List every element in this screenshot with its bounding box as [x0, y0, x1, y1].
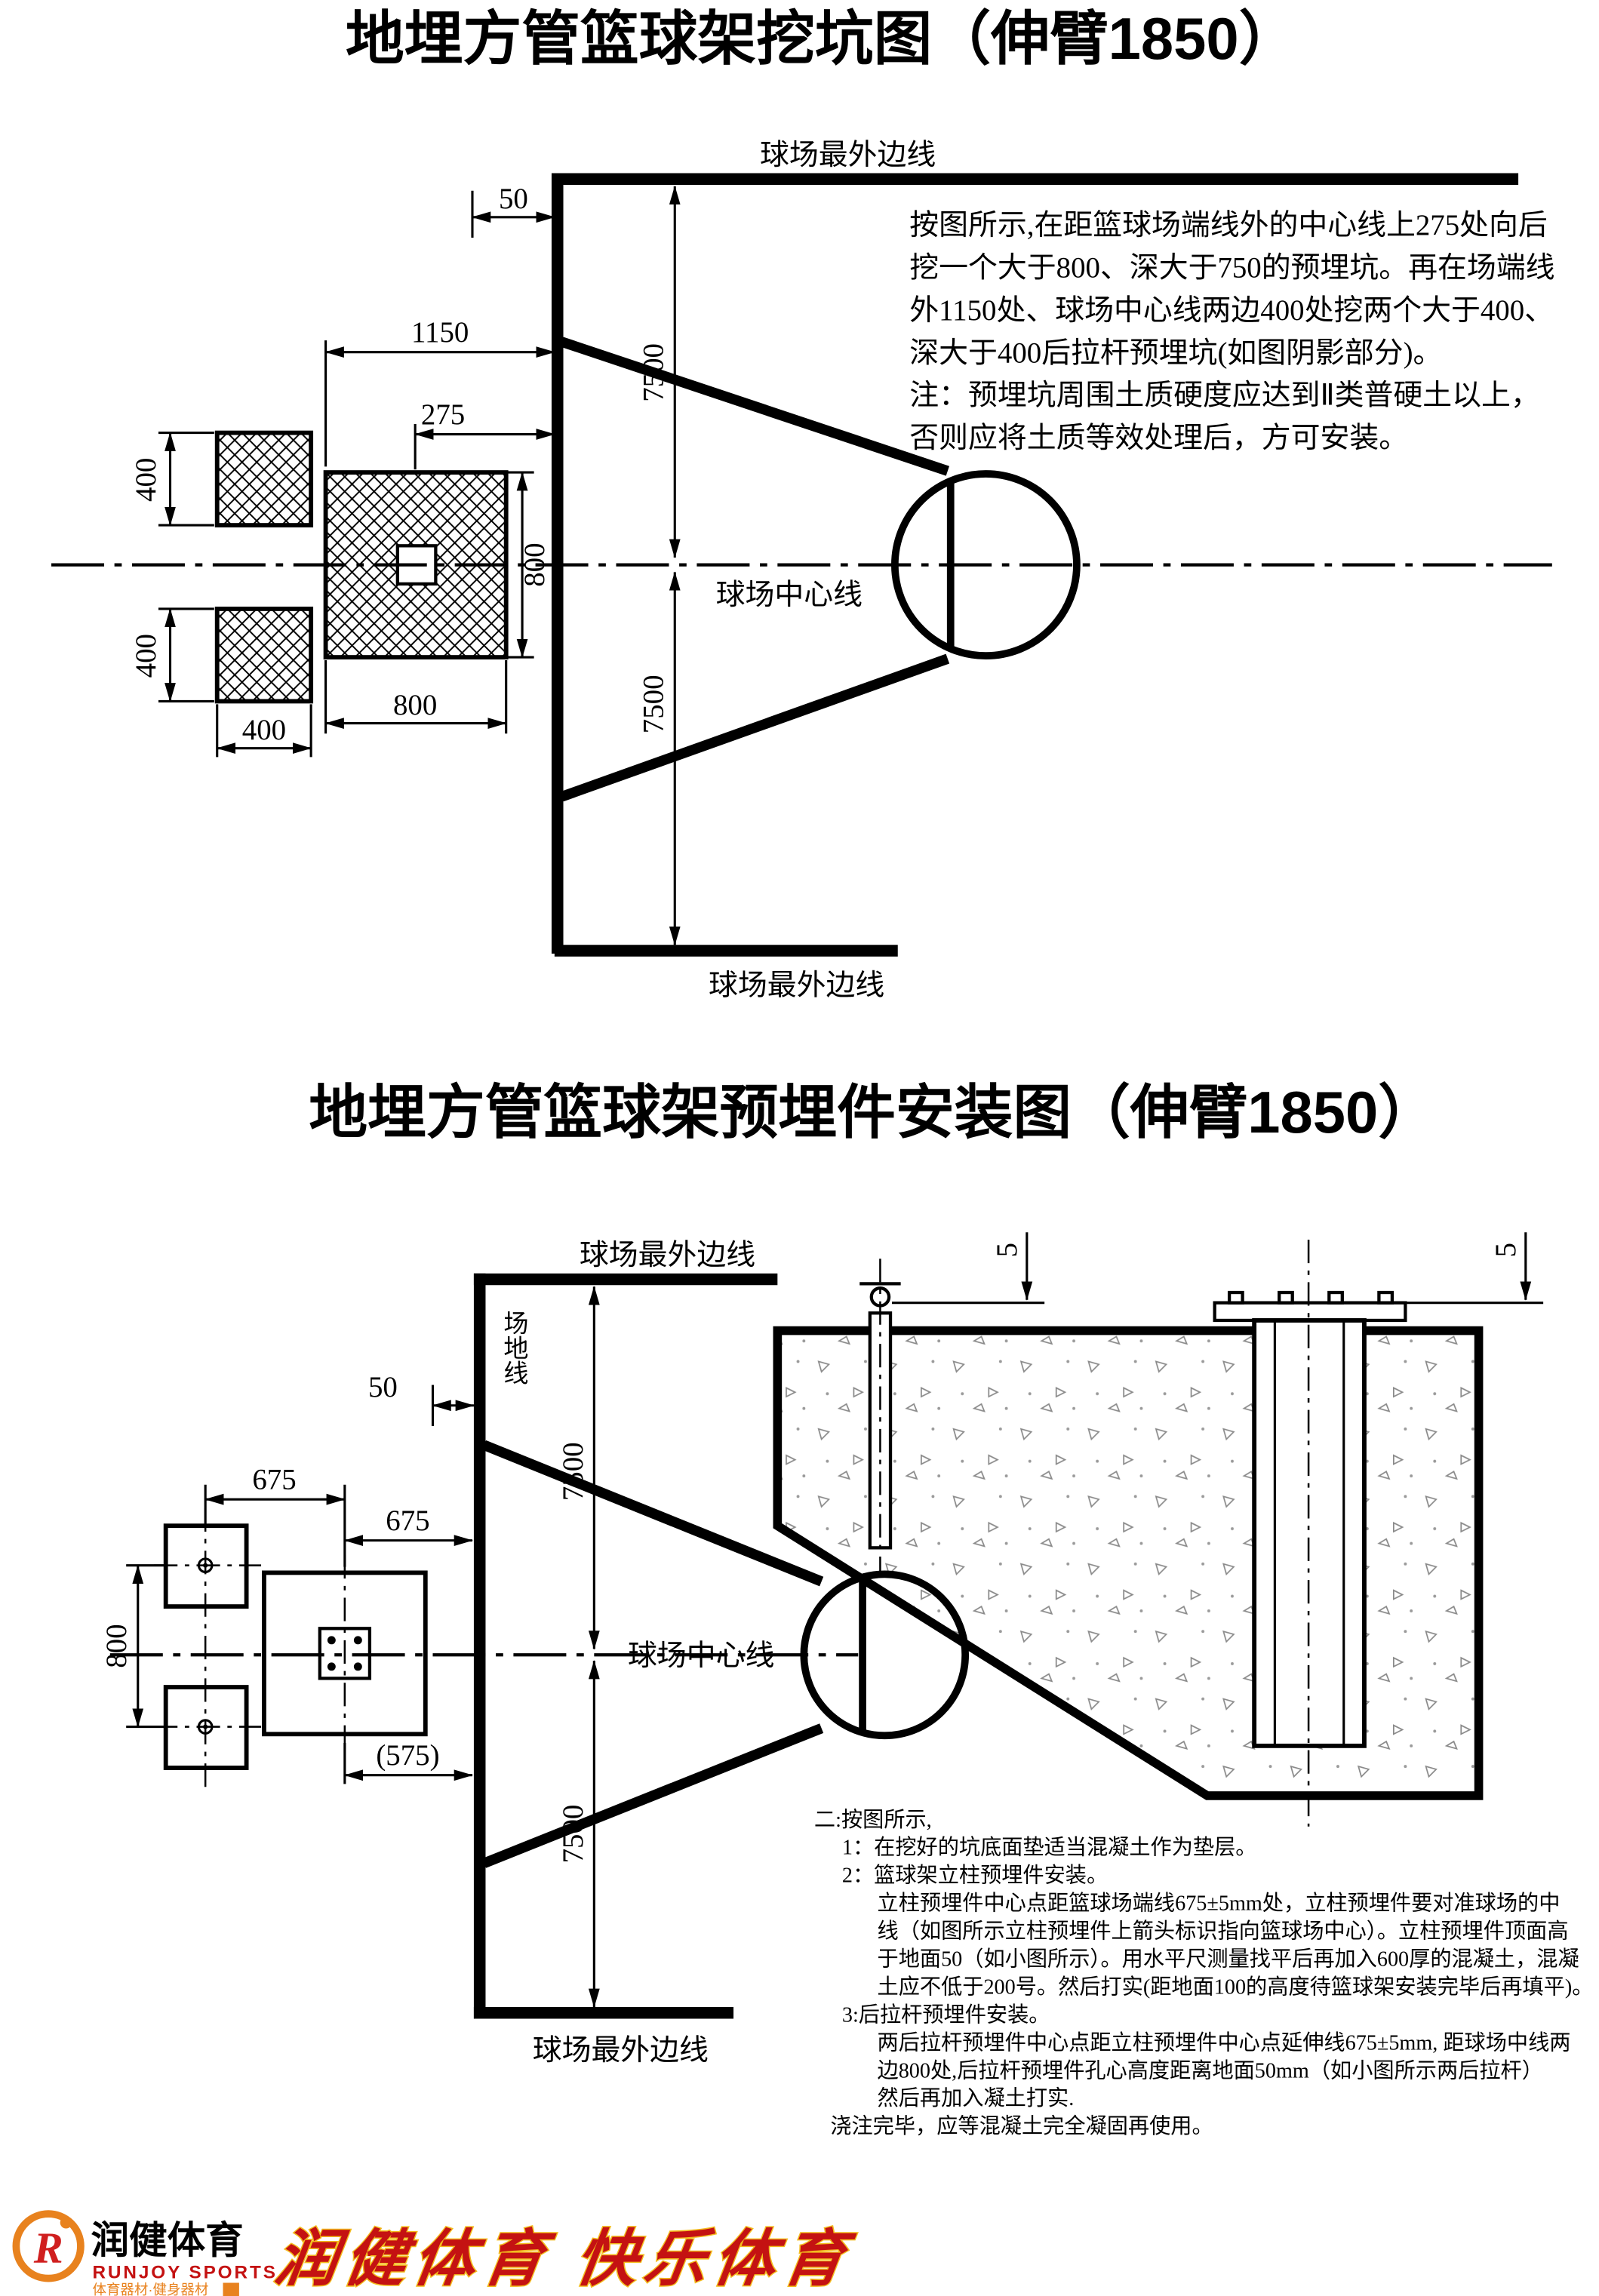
top-boundary-label: 球场最外边线: [760, 139, 936, 171]
note-line: 外1150处、球场中心线两边400处挖两个大于400、: [909, 294, 1554, 327]
bottom-diagram: 地埋方管篮球架预埋件安装图（伸臂1850） 球场最外边线 球场最外边线 场地线 …: [100, 1080, 1593, 2138]
dim-275: 275: [421, 398, 465, 431]
dim-675-b: 675: [386, 1505, 429, 1537]
runjoy-logo-icon: [12, 2210, 85, 2282]
dim-7500-lower: 7500: [638, 675, 670, 733]
stand-arm-upper: [481, 1440, 824, 1587]
anchor-bolt: [327, 1636, 336, 1645]
brand-name-en: RUNJOY SPORTS: [92, 2263, 277, 2283]
logo-dot-icon: [60, 2217, 72, 2229]
stand-arm-lower: [482, 1723, 824, 1868]
dim-400-width: 400: [242, 714, 286, 746]
stand-pole-circle: [800, 1570, 970, 1740]
dim-1150: 1150: [411, 316, 469, 349]
dim-400-bottom: 400: [130, 634, 162, 678]
dim-675-a: 675: [252, 1464, 296, 1496]
rear-pit-bottom: [214, 607, 314, 704]
note-line: 两后拉杆预埋件中心点距立柱预埋件中心点延伸线675±5mm, 距球场中线两: [878, 2030, 1571, 2055]
dim-575: (575): [376, 1739, 439, 1772]
note-line: 线（如图所示立柱预埋件上箭头标识指向篮球场中心）。立柱预埋件顶面高: [878, 1919, 1569, 1944]
brand-name-cn: 润健体育: [91, 2219, 244, 2262]
dim-800: 800: [100, 1624, 133, 1667]
top-diagram: 地埋方管篮球架挖坑图（伸臂1850） 球场最外边线 球场最外边线 50 7500…: [51, 7, 1554, 1001]
rear-pit-top: [214, 430, 314, 528]
center-line-label: 球场中心线: [628, 1640, 774, 1672]
note-line: 于地面50（如小图所示）。用水平尺测量找平后再加入600厚的混凝土，混凝: [878, 1947, 1579, 1972]
note-line: 按图所示,在距篮球场端线外的中心线上275处向后: [909, 209, 1547, 241]
note-line: 然后再加入凝土打实.: [878, 2086, 1075, 2110]
plate-bolt: [1227, 1290, 1244, 1305]
note-line: 挖一个大于800、深大于750的预埋坑。再在场端线: [909, 251, 1554, 284]
note-line: 1：在挖好的坑底面垫适当混凝土作为垫层。: [842, 1836, 1257, 1860]
note-line: 立柱预埋件中心点距篮球场端线675±5mm处，立柱预埋件要对准球场的中: [878, 1892, 1561, 1916]
bottom-boundary-label: 球场最外边线: [533, 2034, 709, 2067]
dim-50: 50: [368, 1371, 398, 1403]
note-line: 否则应将土质等效处理后，方可安装。: [909, 422, 1408, 454]
note-line: 注：预埋坑周围土质硬度应达到Ⅱ类普硬土以上，: [909, 380, 1539, 412]
top-title: 地埋方管篮球架挖坑图（伸臂1850）: [346, 7, 1297, 72]
anchor-bolt: [353, 1636, 362, 1645]
dim-5-left: 5: [991, 1243, 1023, 1257]
note-line: 二:按图所示,: [814, 1808, 932, 1832]
dim-50: 50: [499, 183, 528, 215]
anchor-bolt: [327, 1662, 336, 1671]
column-top-plate: [1213, 1301, 1407, 1323]
top-note-block: 按图所示,在距篮球场端线外的中心线上275处向后 挖一个大于800、深大于750…: [909, 209, 1554, 454]
dim-5-right: 5: [1490, 1243, 1522, 1257]
column-embed-tube: [1252, 1318, 1367, 1748]
plate-bolt: [1377, 1290, 1395, 1305]
plate-bolt: [1278, 1290, 1294, 1305]
brand-stamp-icon: [223, 2282, 239, 2296]
stand-arm-upper: [560, 337, 950, 476]
note-line: 边800处,后拉杆预埋件孔心高度距离地面50mm（如小图所示两后拉杆）: [878, 2058, 1543, 2082]
runjoy-r-glyph: R: [33, 2223, 63, 2272]
field-line-label: 场地线: [500, 1310, 528, 1385]
brand-subtitle: 体育器材·健身器材: [92, 2282, 208, 2296]
note-line: 土应不低于200号。然后打实(距地面100的高度待篮球架安装完毕后再填平)。: [878, 1975, 1594, 1999]
bottom-title: 地埋方管篮球架预埋件安装图（伸臂1850）: [309, 1080, 1437, 1145]
dim-800-width: 800: [393, 689, 437, 721]
plate-bolt: [1327, 1290, 1344, 1305]
note-line: 深大于400后拉杆预埋坑(如图阴影部分)。: [909, 337, 1442, 369]
bottom-boundary-label: 球场最外边线: [709, 969, 884, 1001]
footer: R 润健体育 RUNJOY SPORTS 体育器材·健身器材 润健体育 快乐体育: [12, 2210, 860, 2296]
stand-arm-lower: [560, 653, 950, 802]
note-line: 3:后拉杆预埋件安装。: [842, 2002, 1050, 2027]
dim-400-top: 400: [130, 458, 162, 502]
note-line: 浇注完毕，应等混凝土完全凝固再使用。: [830, 2114, 1213, 2138]
stand-pole-circle: [891, 470, 1081, 660]
center-line-label: 球场中心线: [716, 579, 863, 611]
top-boundary-label: 球场最外边线: [580, 1239, 755, 1271]
anchor-bolt: [353, 1662, 362, 1671]
bottom-note-block: 二:按图所示, 1：在挖好的坑底面垫适当混凝土作为垫层。 2：篮球架立柱预埋件安…: [814, 1808, 1593, 2138]
footer-slogan: 润健体育 快乐体育: [271, 2225, 859, 2294]
note-line: 2：篮球架立柱预埋件安装。: [842, 1864, 1108, 1888]
